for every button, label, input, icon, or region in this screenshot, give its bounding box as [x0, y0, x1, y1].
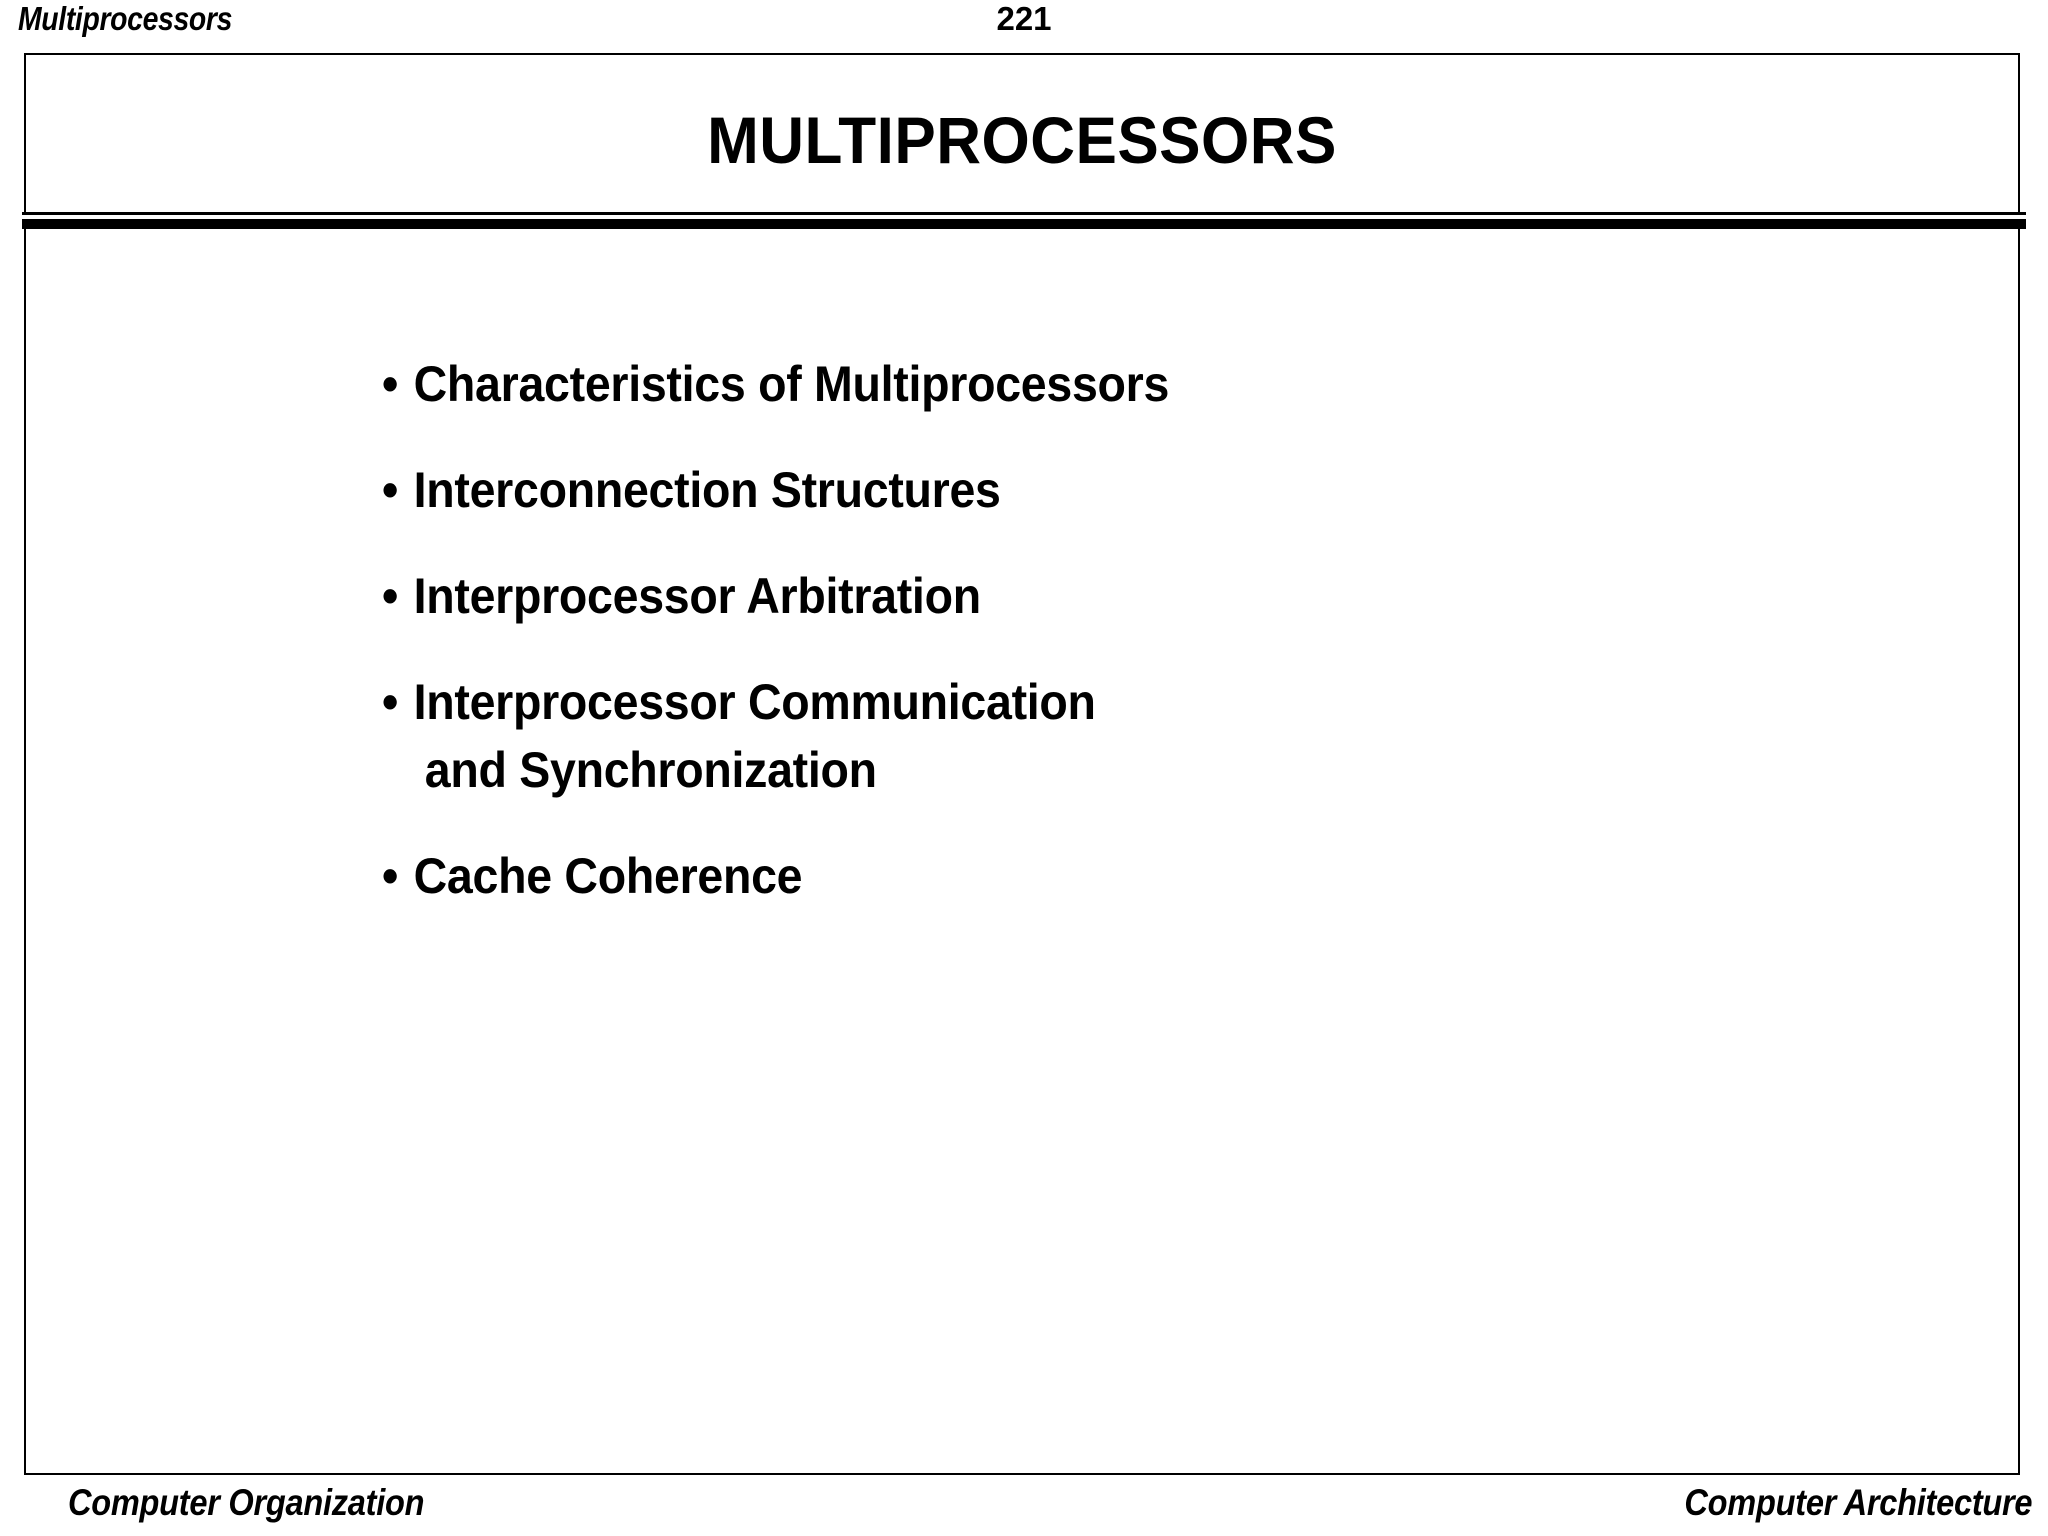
list-item: •Interprocessor Communication and Synchr… — [382, 673, 1882, 799]
footer-left-label: Computer Organization — [68, 1482, 425, 1523]
divider-thick-rule — [22, 219, 2026, 229]
list-item: •Interprocessor Arbitration — [382, 567, 1882, 625]
footer-right-label: Computer Architecture — [1684, 1482, 2032, 1523]
bullet-text-continuation: and Synchronization — [424, 742, 877, 798]
bullet-text: Interconnection Structures — [413, 462, 1001, 518]
bullet-dot-icon: • — [382, 568, 399, 624]
page-number: 221 — [996, 0, 1052, 37]
title-divider — [22, 212, 2026, 229]
bullet-line-primary: •Interprocessor Arbitration — [382, 567, 1777, 625]
bullet-dot-icon: • — [382, 674, 399, 730]
bullet-line-primary: •Cache Coherence — [382, 847, 1777, 905]
bullet-line-primary: •Characteristics of Multiprocessors — [382, 355, 1777, 413]
bullet-text: Interprocessor Communication — [413, 674, 1096, 730]
bullet-dot-icon: • — [382, 462, 399, 518]
list-item: •Cache Coherence — [382, 847, 1882, 905]
divider-thin-rule — [22, 212, 2026, 215]
slide-frame: MULTIPROCESSORS •Characteristics of Mult… — [22, 53, 2026, 1475]
bullet-text: Cache Coherence — [413, 848, 803, 904]
topic-list: •Characteristics of Multiprocessors •Int… — [382, 355, 1882, 953]
page-title: MULTIPROCESSORS — [707, 103, 1337, 177]
divider-gap — [22, 215, 2026, 219]
bullet-text: Interprocessor Arbitration — [413, 568, 981, 624]
bullet-text: Characteristics of Multiprocessors — [413, 356, 1170, 412]
bullet-line-primary: •Interconnection Structures — [382, 461, 1777, 519]
running-header-title: Multiprocessors — [18, 0, 233, 37]
bullet-line-primary: •Interprocessor Communication — [382, 673, 1777, 731]
list-item: •Interconnection Structures — [382, 461, 1882, 519]
list-item: •Characteristics of Multiprocessors — [382, 355, 1882, 413]
bullet-dot-icon: • — [382, 356, 399, 412]
bullet-dot-icon: • — [382, 848, 399, 904]
